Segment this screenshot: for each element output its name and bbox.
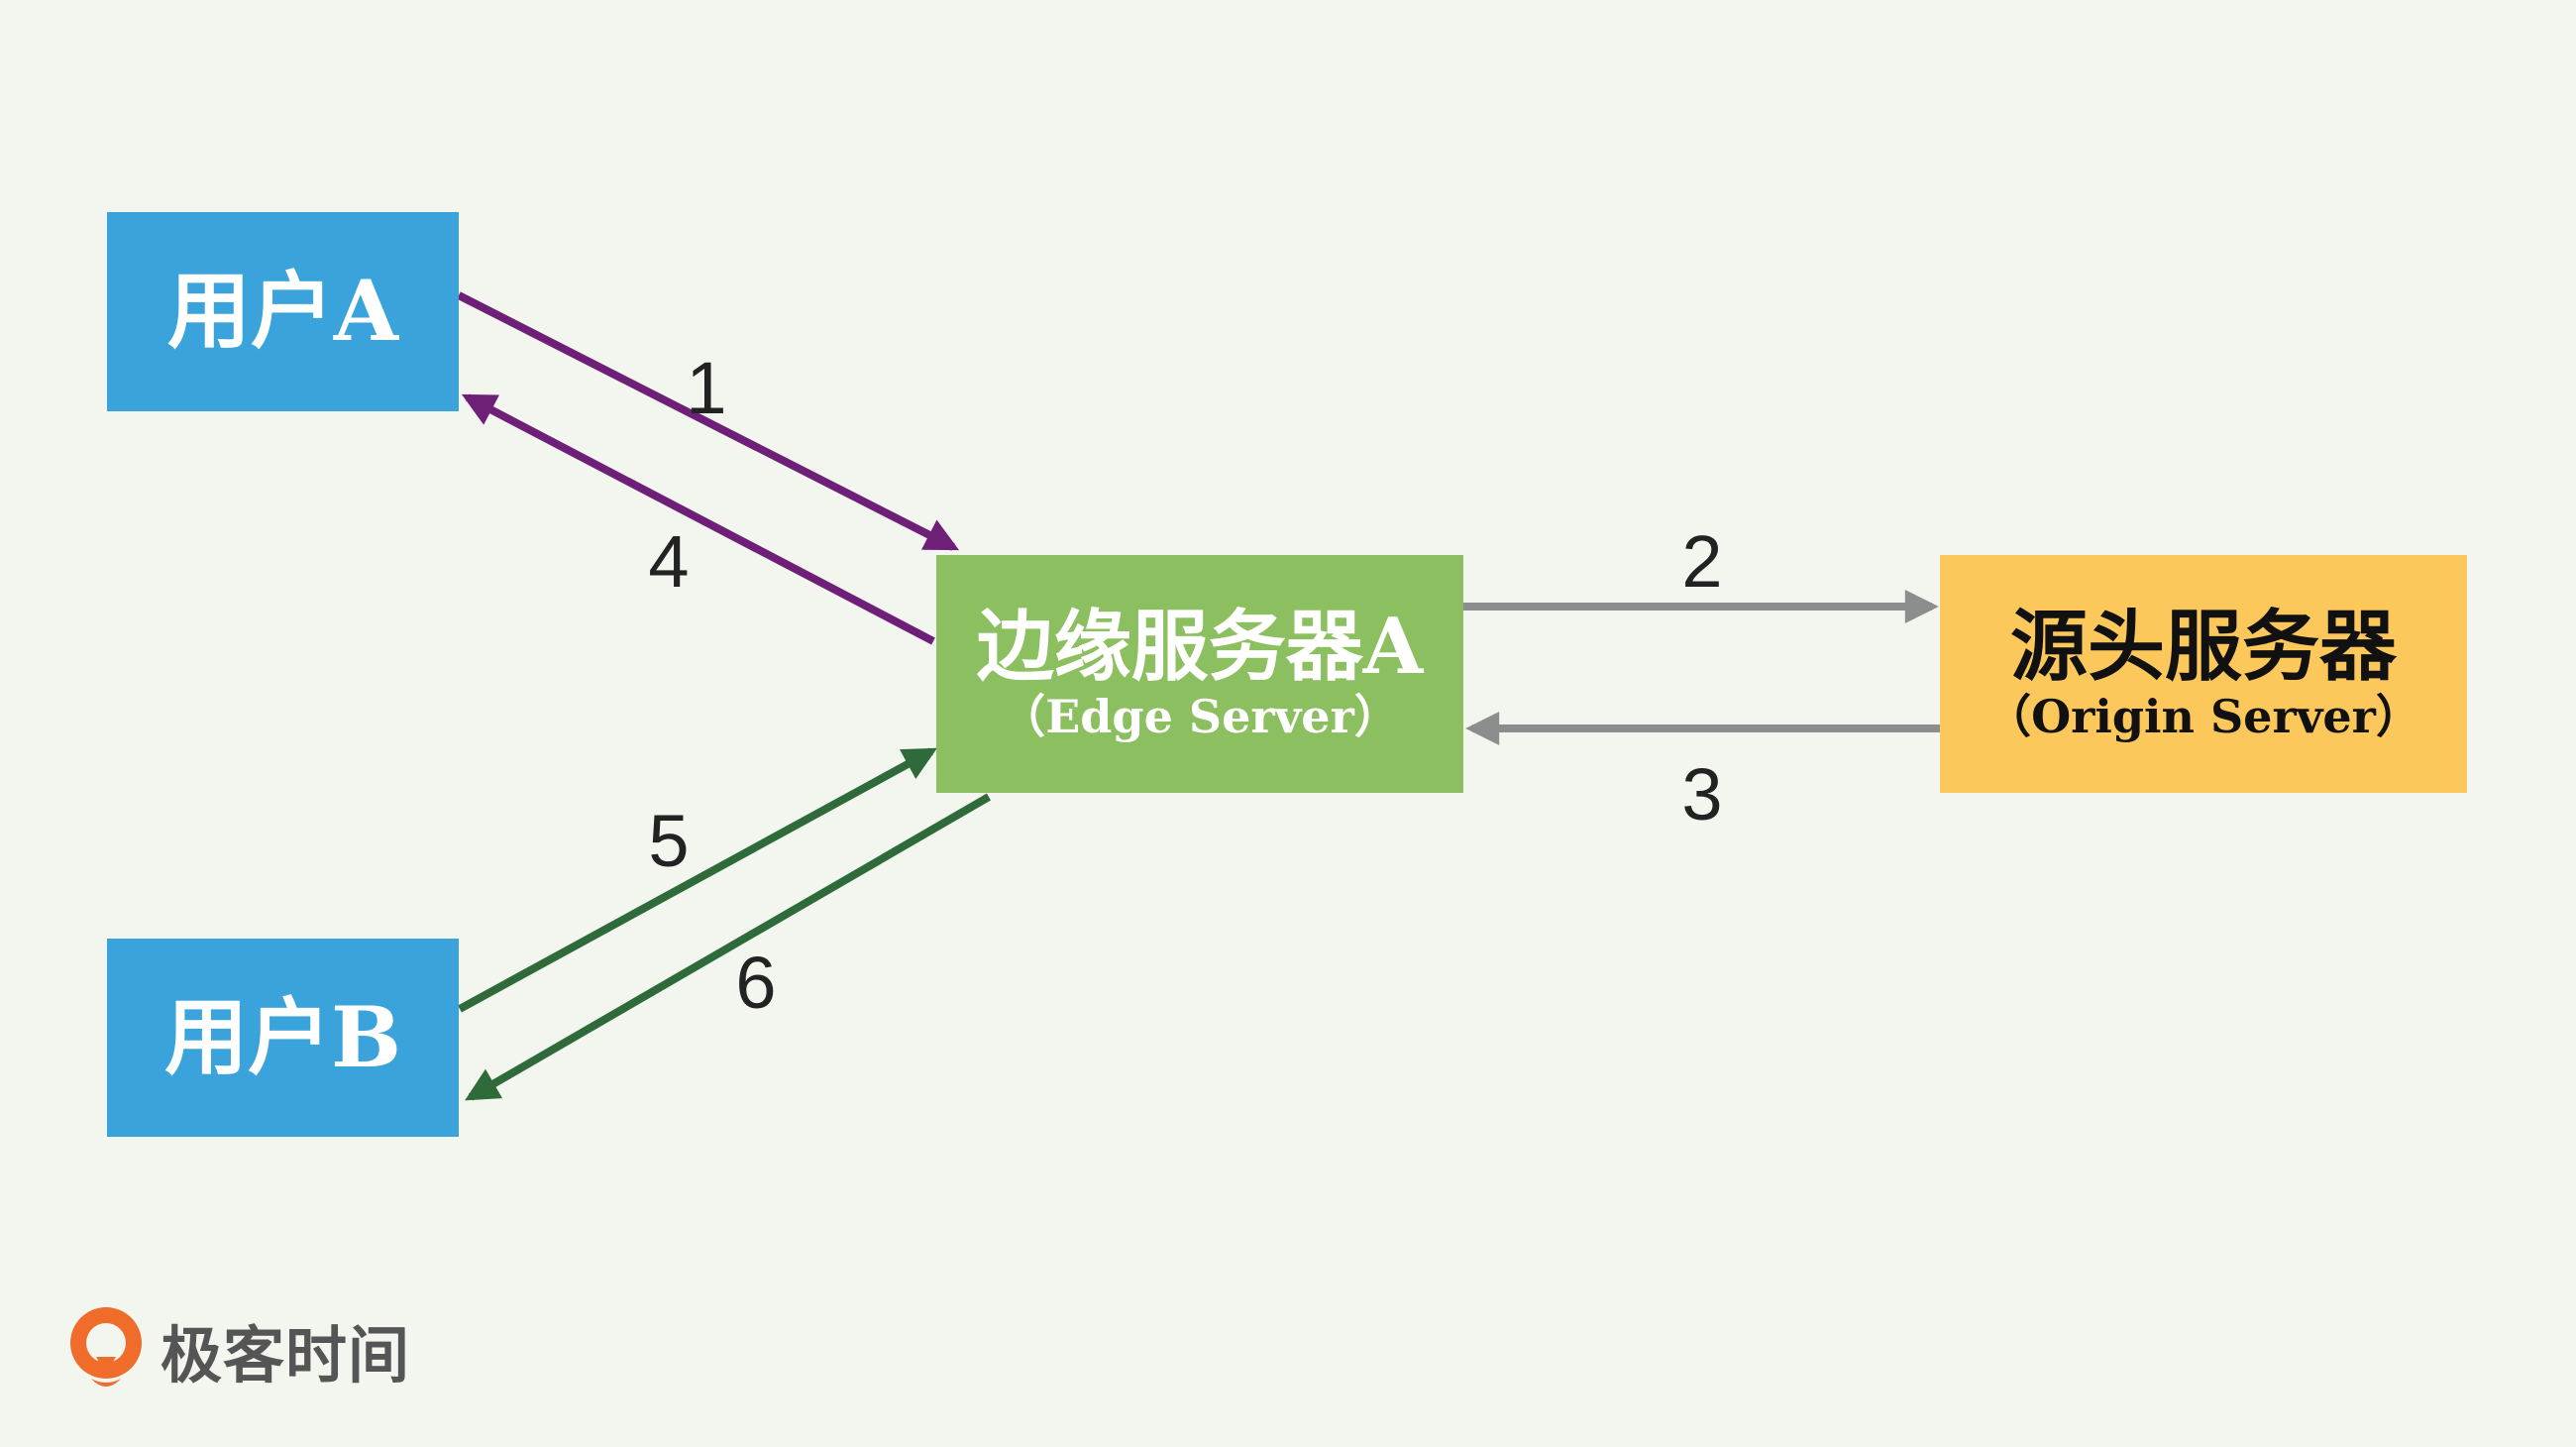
user-b-label: 用户B [164, 987, 401, 1086]
arrow-6-edge-to-user-b [465, 793, 992, 1101]
origin-server-label: 源头服务器 [2009, 601, 2397, 692]
geektime-logo-icon [70, 1307, 142, 1387]
edge-server-sublabel: （Edge Server） [1000, 689, 1400, 743]
step-label-6: 6 [735, 942, 777, 1024]
user-a-box: 用户A [107, 212, 459, 411]
step-label-5: 5 [648, 800, 690, 882]
user-b-box: 用户B [107, 939, 459, 1137]
step-label-3: 3 [1681, 753, 1723, 835]
step-label-1: 1 [686, 347, 727, 429]
step-label-4: 4 [648, 520, 690, 603]
brand-logo-text: 极客时间 [161, 1319, 411, 1391]
step-label-2: 2 [1681, 520, 1723, 603]
arrow-4-edge-to-user-a [461, 393, 935, 645]
arrow-1-user-a-to-edge [457, 291, 960, 551]
origin-server-sublabel: （Origin Server） [1986, 689, 2421, 743]
arrow-5-user-b-to-edge [458, 747, 937, 1013]
origin-server-box: 源头服务器 （Origin Server） [1940, 555, 2467, 793]
user-a-label: 用户A [166, 262, 399, 361]
edge-server-label: 边缘服务器A [976, 601, 1424, 692]
edge-server-box: 边缘服务器A （Edge Server） [936, 555, 1463, 793]
brand-logo: 极客时间 [67, 1304, 410, 1395]
